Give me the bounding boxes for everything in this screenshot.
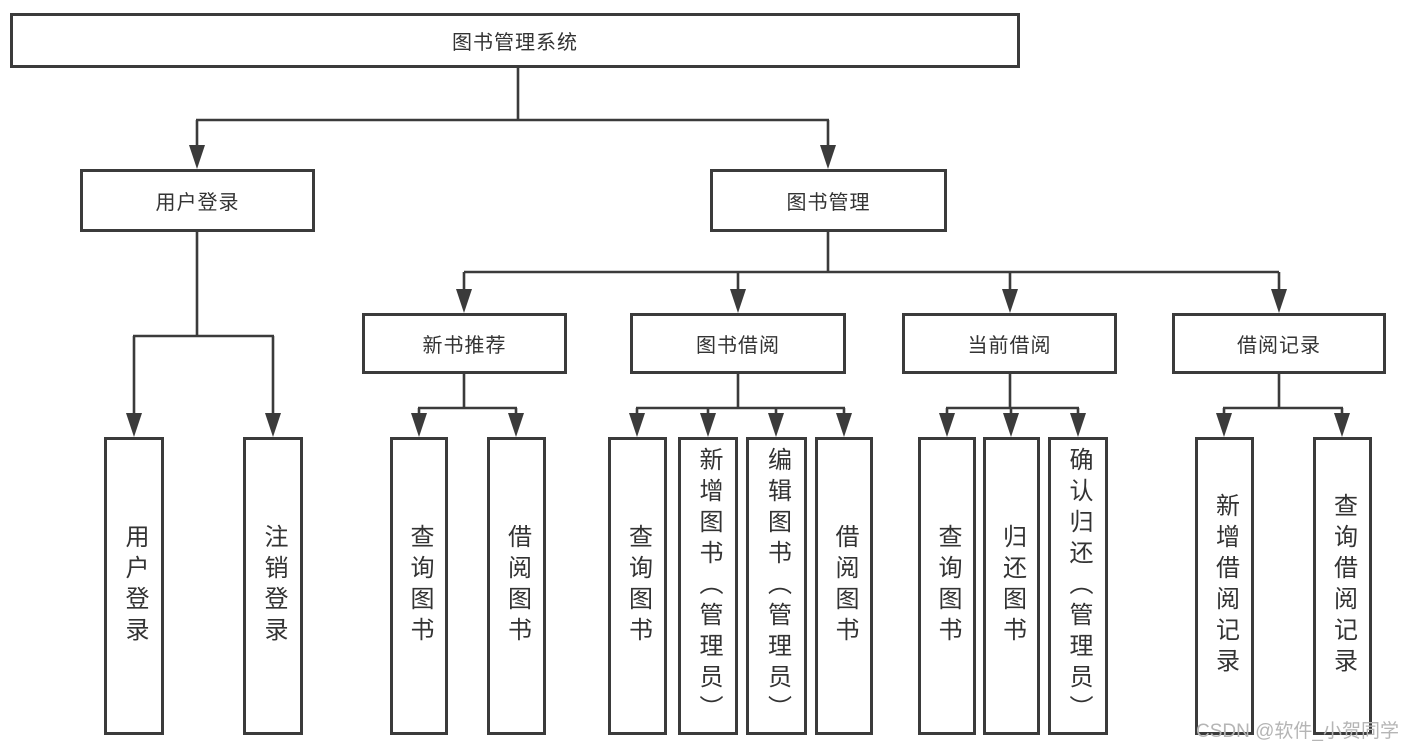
node-label: 图书管理	[786, 192, 871, 214]
node-label: 新书推荐	[422, 335, 507, 357]
leaf-label: 查询图书	[624, 524, 652, 648]
leaf-label: 新增借阅记录	[1211, 493, 1239, 679]
leaf-query-books-2: 查询图书	[608, 437, 667, 735]
node-label: 用户登录	[155, 192, 240, 214]
leaf-query-books-1: 查询图书	[390, 437, 448, 735]
node-borrow-records: 借阅记录	[1172, 313, 1386, 374]
arrowheads	[126, 145, 1350, 437]
node-current-borrow: 当前借阅	[902, 313, 1117, 374]
leaf-borrow-books-1: 借阅图书	[487, 437, 546, 735]
node-label: 当前借阅	[967, 335, 1052, 357]
node-label: 借阅记录	[1237, 335, 1321, 357]
leaf-label: 新增图书（管理员）	[695, 446, 722, 726]
node-user-login: 用户登录	[80, 169, 315, 232]
node-library-system: 图书管理系统	[10, 13, 1020, 68]
node-book-borrow: 图书借阅	[630, 313, 846, 374]
leaf-label: 注销登录	[260, 524, 287, 648]
leaf-add-book-admin: 新增图书（管理员）	[678, 437, 738, 735]
node-book-management: 图书管理	[710, 169, 947, 232]
node-label: 图书管理系统	[452, 32, 578, 54]
leaf-logout: 注销登录	[243, 437, 303, 735]
leaf-confirm-return-admin: 确认归还（管理员）	[1048, 437, 1108, 735]
leaf-label: 查询借阅记录	[1329, 493, 1357, 679]
leaf-query-borrow-record: 查询借阅记录	[1313, 437, 1372, 735]
node-label: 图书借阅	[696, 335, 780, 357]
node-new-book-recommend: 新书推荐	[362, 313, 567, 374]
leaf-edit-book-admin: 编辑图书（管理员）	[746, 437, 807, 735]
leaf-return-books: 归还图书	[983, 437, 1040, 735]
leaf-add-borrow-record: 新增借阅记录	[1195, 437, 1254, 735]
leaf-label: 借阅图书	[831, 524, 858, 648]
leaf-label: 查询图书	[934, 524, 961, 648]
leaf-label: 用户登录	[121, 524, 148, 648]
leaf-borrow-books-2: 借阅图书	[815, 437, 873, 735]
leaf-label: 归还图书	[998, 524, 1026, 648]
leaf-label: 确认归还（管理员）	[1065, 446, 1092, 726]
leaf-query-books-3: 查询图书	[918, 437, 976, 735]
leaf-user-login: 用户登录	[104, 437, 164, 735]
leaf-label: 查询图书	[406, 524, 433, 648]
leaf-label: 借阅图书	[503, 524, 531, 648]
leaf-label: 编辑图书（管理员）	[763, 446, 791, 726]
csdn-watermark: CSDN @软件_小贺同学	[1196, 721, 1399, 742]
